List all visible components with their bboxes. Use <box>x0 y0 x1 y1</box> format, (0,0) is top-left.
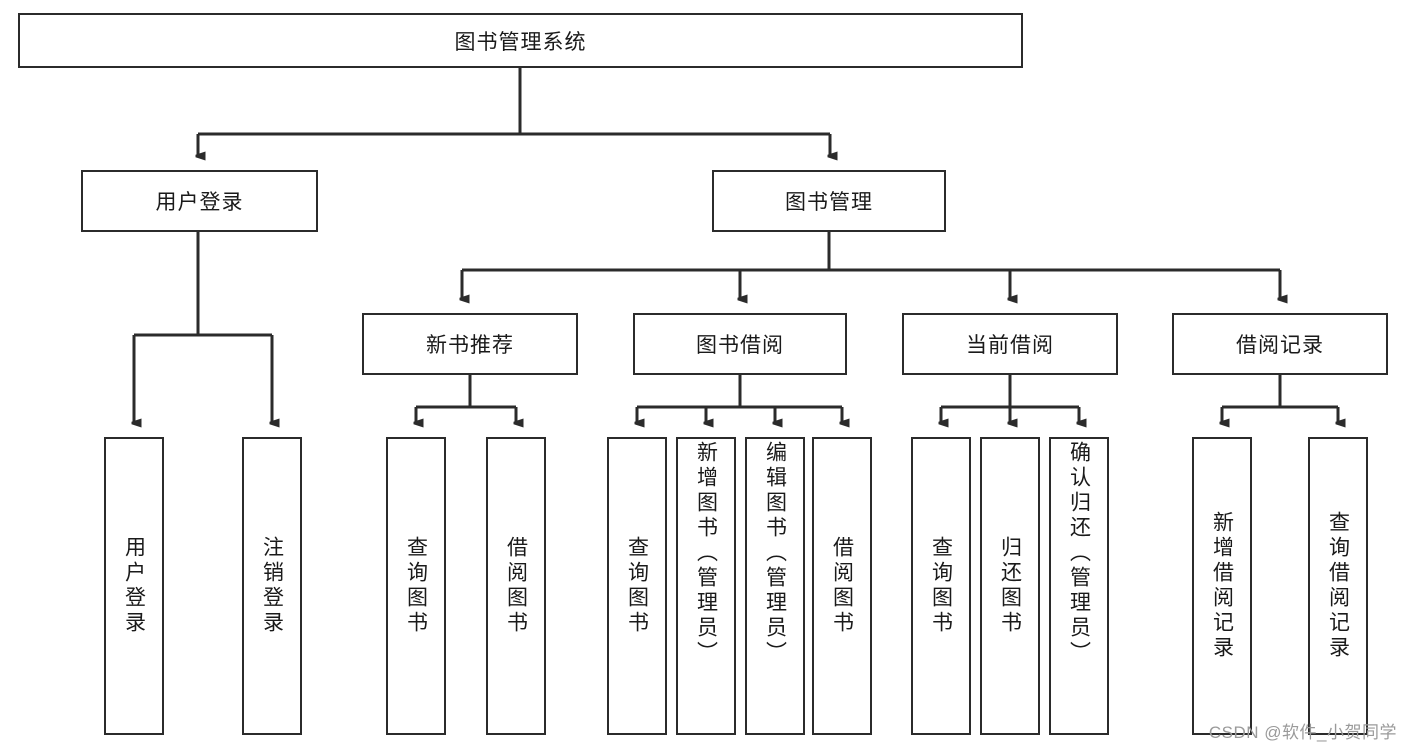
node-label: 图书管理 <box>785 191 873 214</box>
node-label: 查询借阅记录 <box>1326 511 1350 661</box>
leaf-borrow-record-add[interactable]: 新增借阅记录 <box>1192 437 1252 735</box>
node-root-system[interactable]: 图书管理系统 <box>18 13 1023 68</box>
leaf-book-borrow-edit[interactable]: 编辑图书（管理员） <box>745 437 805 735</box>
node-label: 用户登录 <box>155 191 244 214</box>
node-label: 查询图书 <box>625 536 649 636</box>
leaf-new-book-borrow[interactable]: 借阅图书 <box>486 437 546 735</box>
node-new-book-recommend[interactable]: 新书推荐 <box>362 313 578 375</box>
node-label: 借阅图书 <box>830 536 854 636</box>
node-user-login[interactable]: 用户登录 <box>81 170 318 232</box>
node-current-borrow[interactable]: 当前借阅 <box>902 313 1118 375</box>
leaf-book-borrow-borrow[interactable]: 借阅图书 <box>812 437 872 735</box>
node-label: 确认归还（管理员） <box>1067 441 1091 666</box>
node-label: 查询图书 <box>404 536 428 636</box>
leaf-current-borrow-confirm-return[interactable]: 确认归还（管理员） <box>1049 437 1109 735</box>
node-label: 用户登录 <box>122 536 146 636</box>
node-label: 新增图书（管理员） <box>694 441 718 666</box>
leaf-book-borrow-add[interactable]: 新增图书（管理员） <box>676 437 736 735</box>
leaf-current-borrow-return[interactable]: 归还图书 <box>980 437 1040 735</box>
node-borrow-record[interactable]: 借阅记录 <box>1172 313 1388 375</box>
node-label: 图书借阅 <box>696 334 784 357</box>
watermark-text: CSDN @软件_小贺同学 <box>1208 723 1397 742</box>
node-label: 注销登录 <box>260 536 284 636</box>
leaf-current-borrow-query[interactable]: 查询图书 <box>911 437 971 735</box>
node-label: 新增借阅记录 <box>1210 511 1234 661</box>
leaf-borrow-record-query[interactable]: 查询借阅记录 <box>1308 437 1368 735</box>
node-book-management[interactable]: 图书管理 <box>712 170 946 232</box>
node-book-borrow[interactable]: 图书借阅 <box>633 313 847 375</box>
node-label: 归还图书 <box>998 536 1022 636</box>
node-label: 借阅记录 <box>1236 334 1324 357</box>
node-label: 新书推荐 <box>426 334 514 357</box>
node-label: 编辑图书（管理员） <box>763 441 787 666</box>
leaf-new-book-query[interactable]: 查询图书 <box>386 437 446 735</box>
leaf-book-borrow-query[interactable]: 查询图书 <box>607 437 667 735</box>
node-label: 借阅图书 <box>504 536 528 636</box>
node-label: 当前借阅 <box>966 334 1054 357</box>
node-label: 查询图书 <box>929 536 953 636</box>
node-label: 图书管理系统 <box>454 30 587 54</box>
leaf-user-login-login[interactable]: 用户登录 <box>104 437 164 735</box>
leaf-user-login-logout[interactable]: 注销登录 <box>242 437 302 735</box>
